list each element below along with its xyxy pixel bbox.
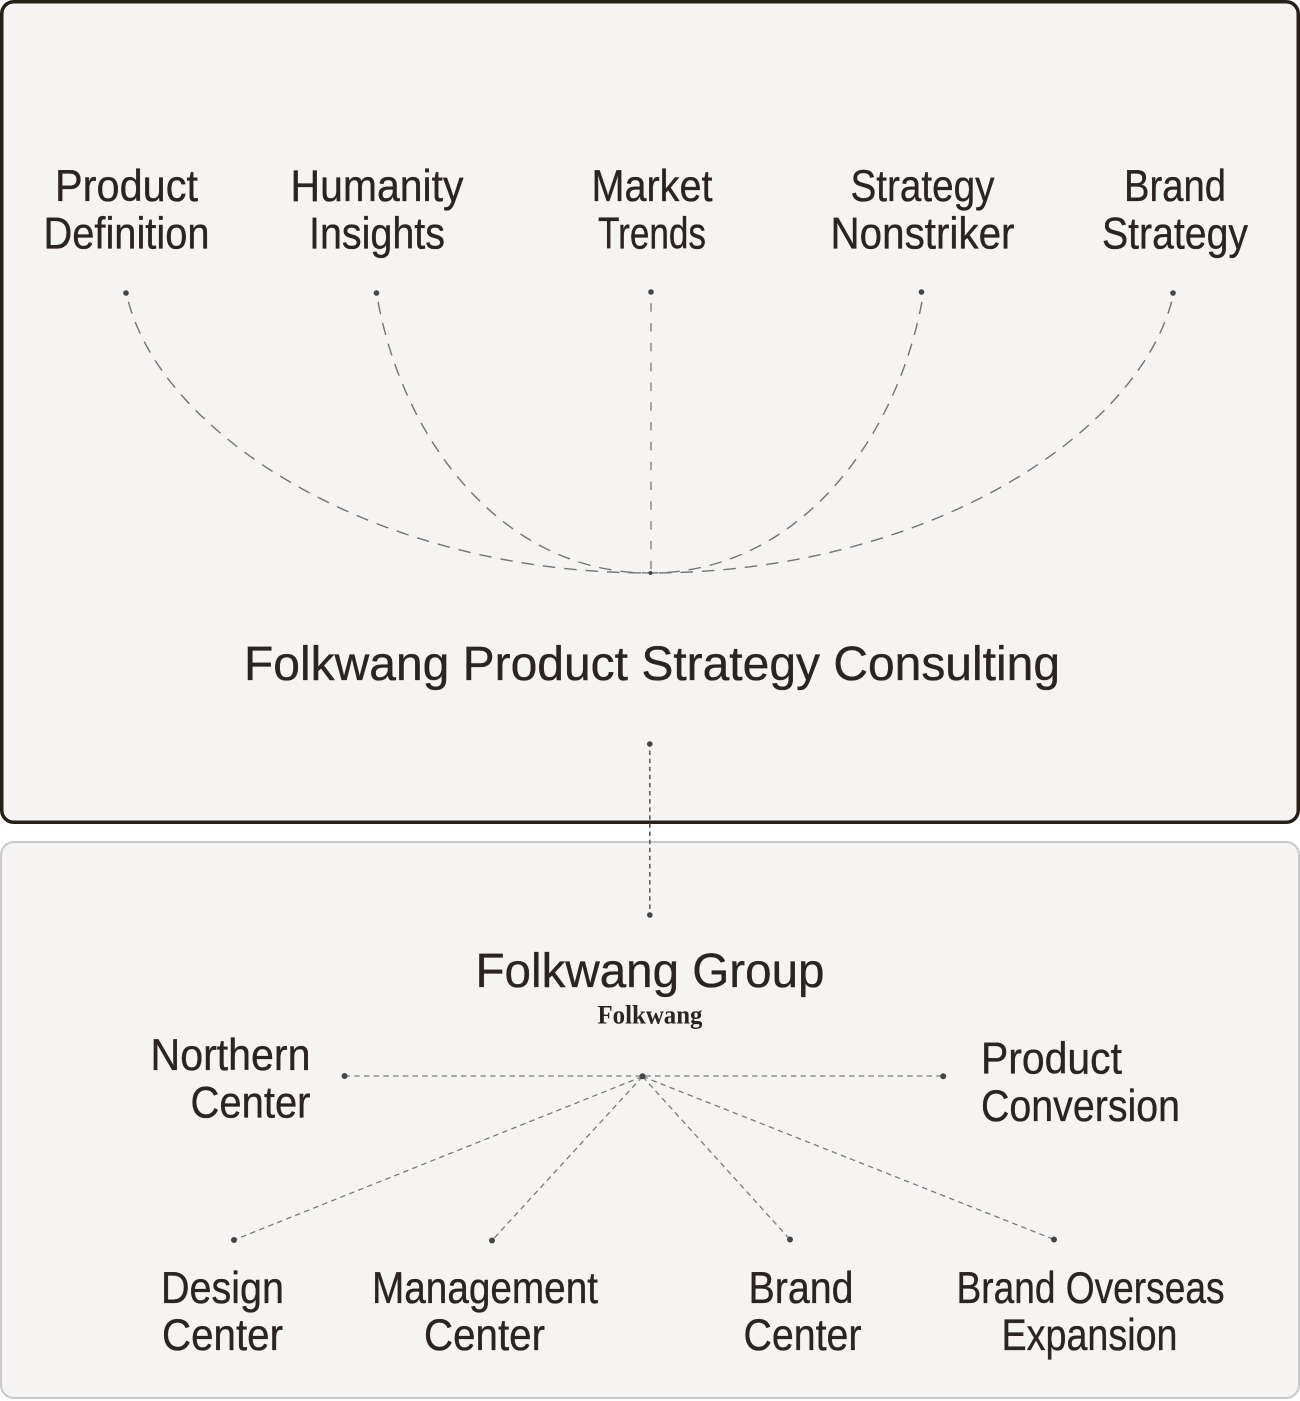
svg-text:Product: Product <box>55 162 199 211</box>
svg-text:Design: Design <box>161 1264 284 1313</box>
svg-text:Folkwang Product Strategy Cons: Folkwang Product Strategy Consulting <box>244 638 1060 691</box>
svg-text:Center: Center <box>162 1311 283 1360</box>
svg-text:Center: Center <box>191 1079 311 1128</box>
svg-text:Definition: Definition <box>44 210 210 259</box>
svg-text:Brand: Brand <box>1124 162 1226 211</box>
svg-text:Northern: Northern <box>151 1031 311 1080</box>
svg-text:Folkwang: Folkwang <box>598 1001 703 1030</box>
svg-text:Center: Center <box>424 1311 545 1360</box>
svg-text:Management: Management <box>372 1264 599 1313</box>
svg-text:Nonstriker: Nonstriker <box>831 210 1015 259</box>
svg-text:Brand Overseas: Brand Overseas <box>957 1264 1225 1313</box>
svg-text:Insights: Insights <box>309 210 445 259</box>
svg-text:Center: Center <box>744 1311 862 1360</box>
svg-text:Expansion: Expansion <box>1002 1311 1178 1360</box>
svg-text:Conversion: Conversion <box>981 1082 1180 1131</box>
svg-text:Humanity: Humanity <box>291 162 465 211</box>
svg-text:Product: Product <box>981 1035 1123 1084</box>
svg-text:Folkwang Group: Folkwang Group <box>476 945 825 998</box>
svg-text:Market: Market <box>592 162 714 211</box>
svg-text:Trends: Trends <box>598 210 706 259</box>
svg-text:Strategy: Strategy <box>851 162 996 211</box>
svg-text:Strategy: Strategy <box>1102 210 1249 259</box>
svg-text:Brand: Brand <box>749 1264 854 1313</box>
